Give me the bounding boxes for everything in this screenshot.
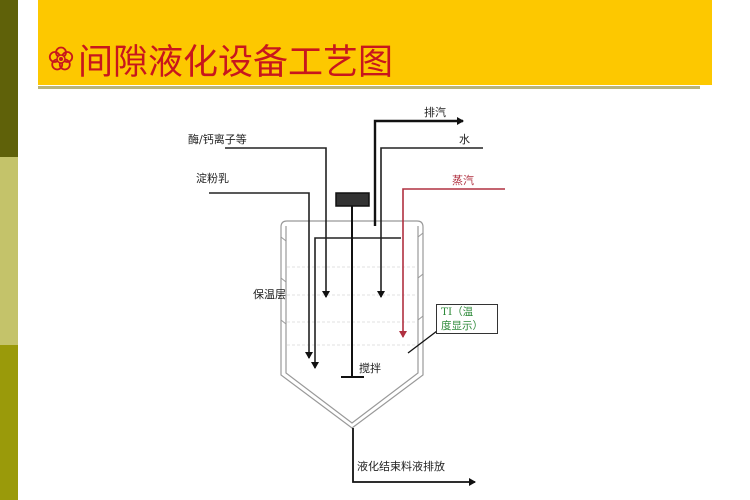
- distribution-line: [311, 237, 401, 369]
- water-feed-line: [377, 147, 483, 298]
- insulation-label: 保温层: [253, 288, 286, 301]
- stirrer-label: 搅拌: [359, 362, 381, 375]
- temperature-indicator-box: TI（温 度显示）: [436, 304, 498, 334]
- ti-label-line2: 度显示）: [441, 320, 483, 332]
- title-underline: [38, 86, 700, 89]
- sidebar-segment-middle: [0, 157, 18, 345]
- starch-feed-line: [209, 192, 313, 359]
- exhaust-line: [373, 117, 464, 226]
- ti-pointer-line: [407, 330, 438, 354]
- starch-label: 淀粉乳: [196, 172, 229, 185]
- slide-sidebar: [0, 0, 18, 500]
- water-label: 水: [459, 133, 470, 146]
- enzyme-feed-line: [225, 147, 330, 298]
- discharge-line: [352, 428, 476, 486]
- steam-feed-line: [399, 188, 505, 338]
- enzyme-label: 酶/钙离子等: [188, 133, 247, 146]
- stirrer-motor-icon: [335, 192, 370, 207]
- sidebar-segment-bottom: [0, 345, 18, 500]
- discharge-label: 液化结束料液排放: [357, 460, 445, 473]
- title-banner: [38, 0, 712, 85]
- title-text: 间隙液化设备工艺图: [78, 42, 394, 83]
- ti-label-line1: TI（温: [441, 306, 474, 318]
- sidebar-segment-top: [0, 0, 18, 157]
- steam-label: 蒸汽: [452, 174, 474, 187]
- slide-title: 间隙液化设备工艺图: [48, 36, 394, 83]
- flower-bullet-icon: [48, 46, 74, 71]
- insulation-ticks: [280, 232, 424, 325]
- exhaust-label: 排汽: [424, 106, 446, 119]
